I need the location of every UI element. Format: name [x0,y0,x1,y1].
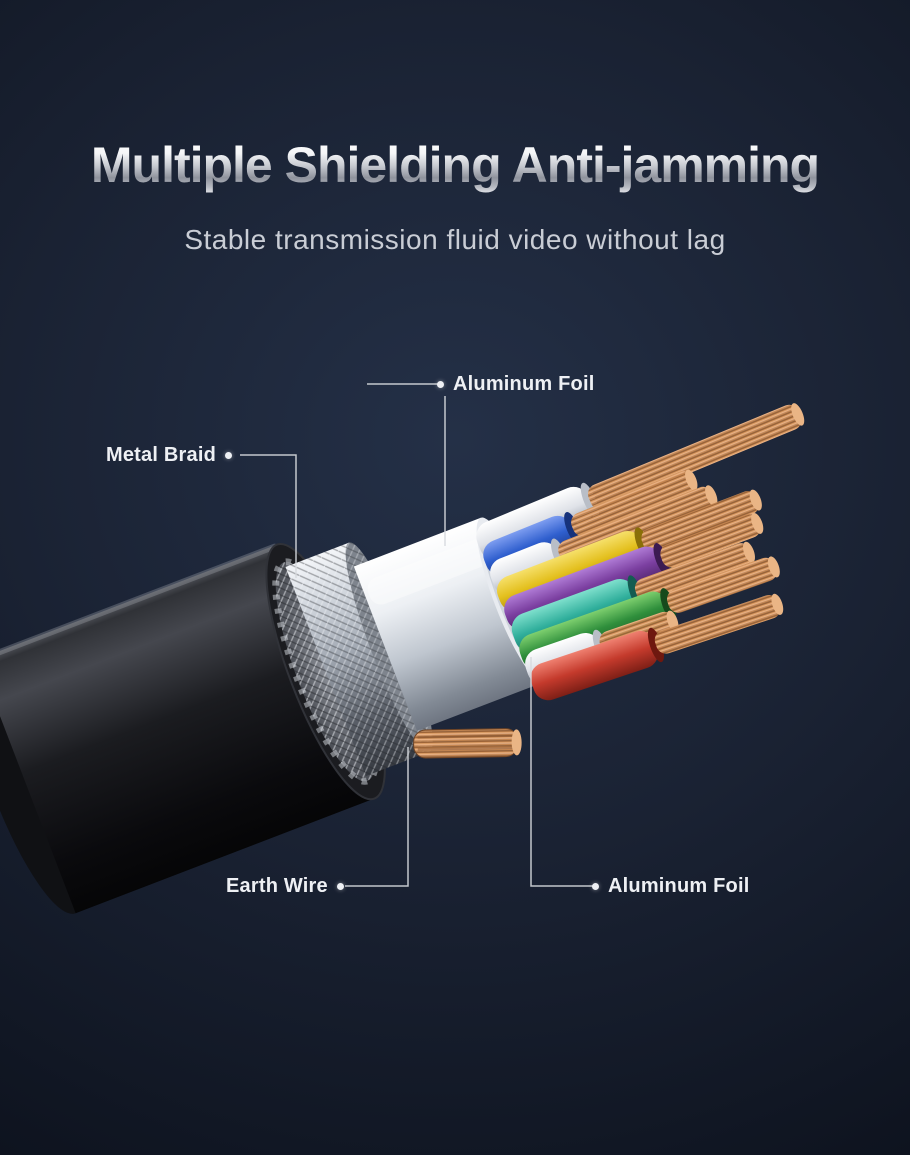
page-title: Multiple Shielding Anti-jamming [0,136,910,194]
callout-dot-icon [592,882,599,890]
callout-dot-icon [336,882,344,890]
callout-label: Earth Wire [226,874,328,897]
callout-aluminum-foil-top: Aluminum Foil [437,372,594,396]
callout-line-earth-wire [345,747,409,887]
callout-dot-icon [437,380,444,388]
page-subtitle: Stable transmission fluid video without … [184,224,726,255]
callout-dot-icon [225,451,233,459]
callout-lines [240,383,598,887]
wire-bundle [476,403,805,701]
earth-wire-strand [413,728,522,759]
callout-line-aluminum-foil-bottom [530,657,598,887]
callout-earth-wire: Earth Wire [226,874,344,898]
callout-label: Metal Braid [106,443,217,466]
callout-label: Aluminum Foil [453,372,595,395]
callout-aluminum-foil-bottom: Aluminum Foil [592,874,749,898]
callout-label: Aluminum Foil [608,874,750,897]
callout-metal-braid: Metal Braid [106,443,233,467]
wire-red [530,593,784,701]
callout-line-metal-braid [240,454,297,578]
